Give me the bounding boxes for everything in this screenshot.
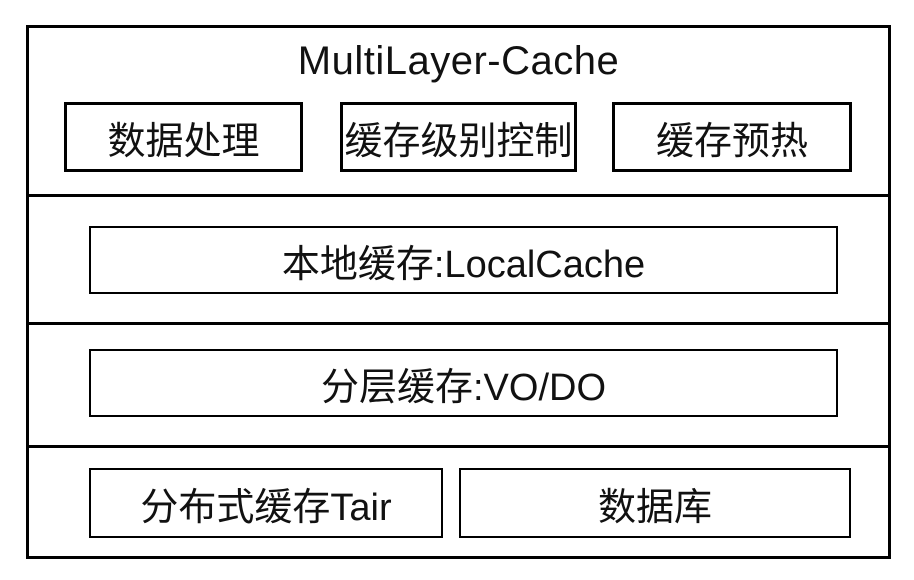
layer-box-local-cache: 本地缓存:LocalCache <box>89 226 838 294</box>
layer-label: 本地缓存:LocalCache <box>281 243 646 286</box>
module-label: 缓存级别控制 <box>344 120 573 163</box>
module-box-cache-warmup: 缓存预热 <box>612 102 852 172</box>
storage-box-database: 数据库 <box>459 468 851 538</box>
diagram-title: MultiLayer-Cache <box>297 39 620 83</box>
storage-box-distributed-cache-tair: 分布式缓存Tair <box>89 468 443 538</box>
storage-label: 数据库 <box>597 486 712 529</box>
layer-label: 分层缓存:VO/DO <box>320 366 607 409</box>
module-label: 缓存预热 <box>655 120 808 163</box>
module-label: 数据处理 <box>107 120 260 163</box>
section-divider-1 <box>26 194 891 197</box>
module-box-data-processing: 数据处理 <box>64 102 303 172</box>
section-divider-3 <box>26 445 891 448</box>
module-box-cache-level-control: 缓存级别控制 <box>340 102 577 172</box>
storage-label: 分布式缓存Tair <box>140 486 392 529</box>
layer-box-layered-cache-vo-do: 分层缓存:VO/DO <box>89 349 838 417</box>
section-divider-2 <box>26 322 891 325</box>
